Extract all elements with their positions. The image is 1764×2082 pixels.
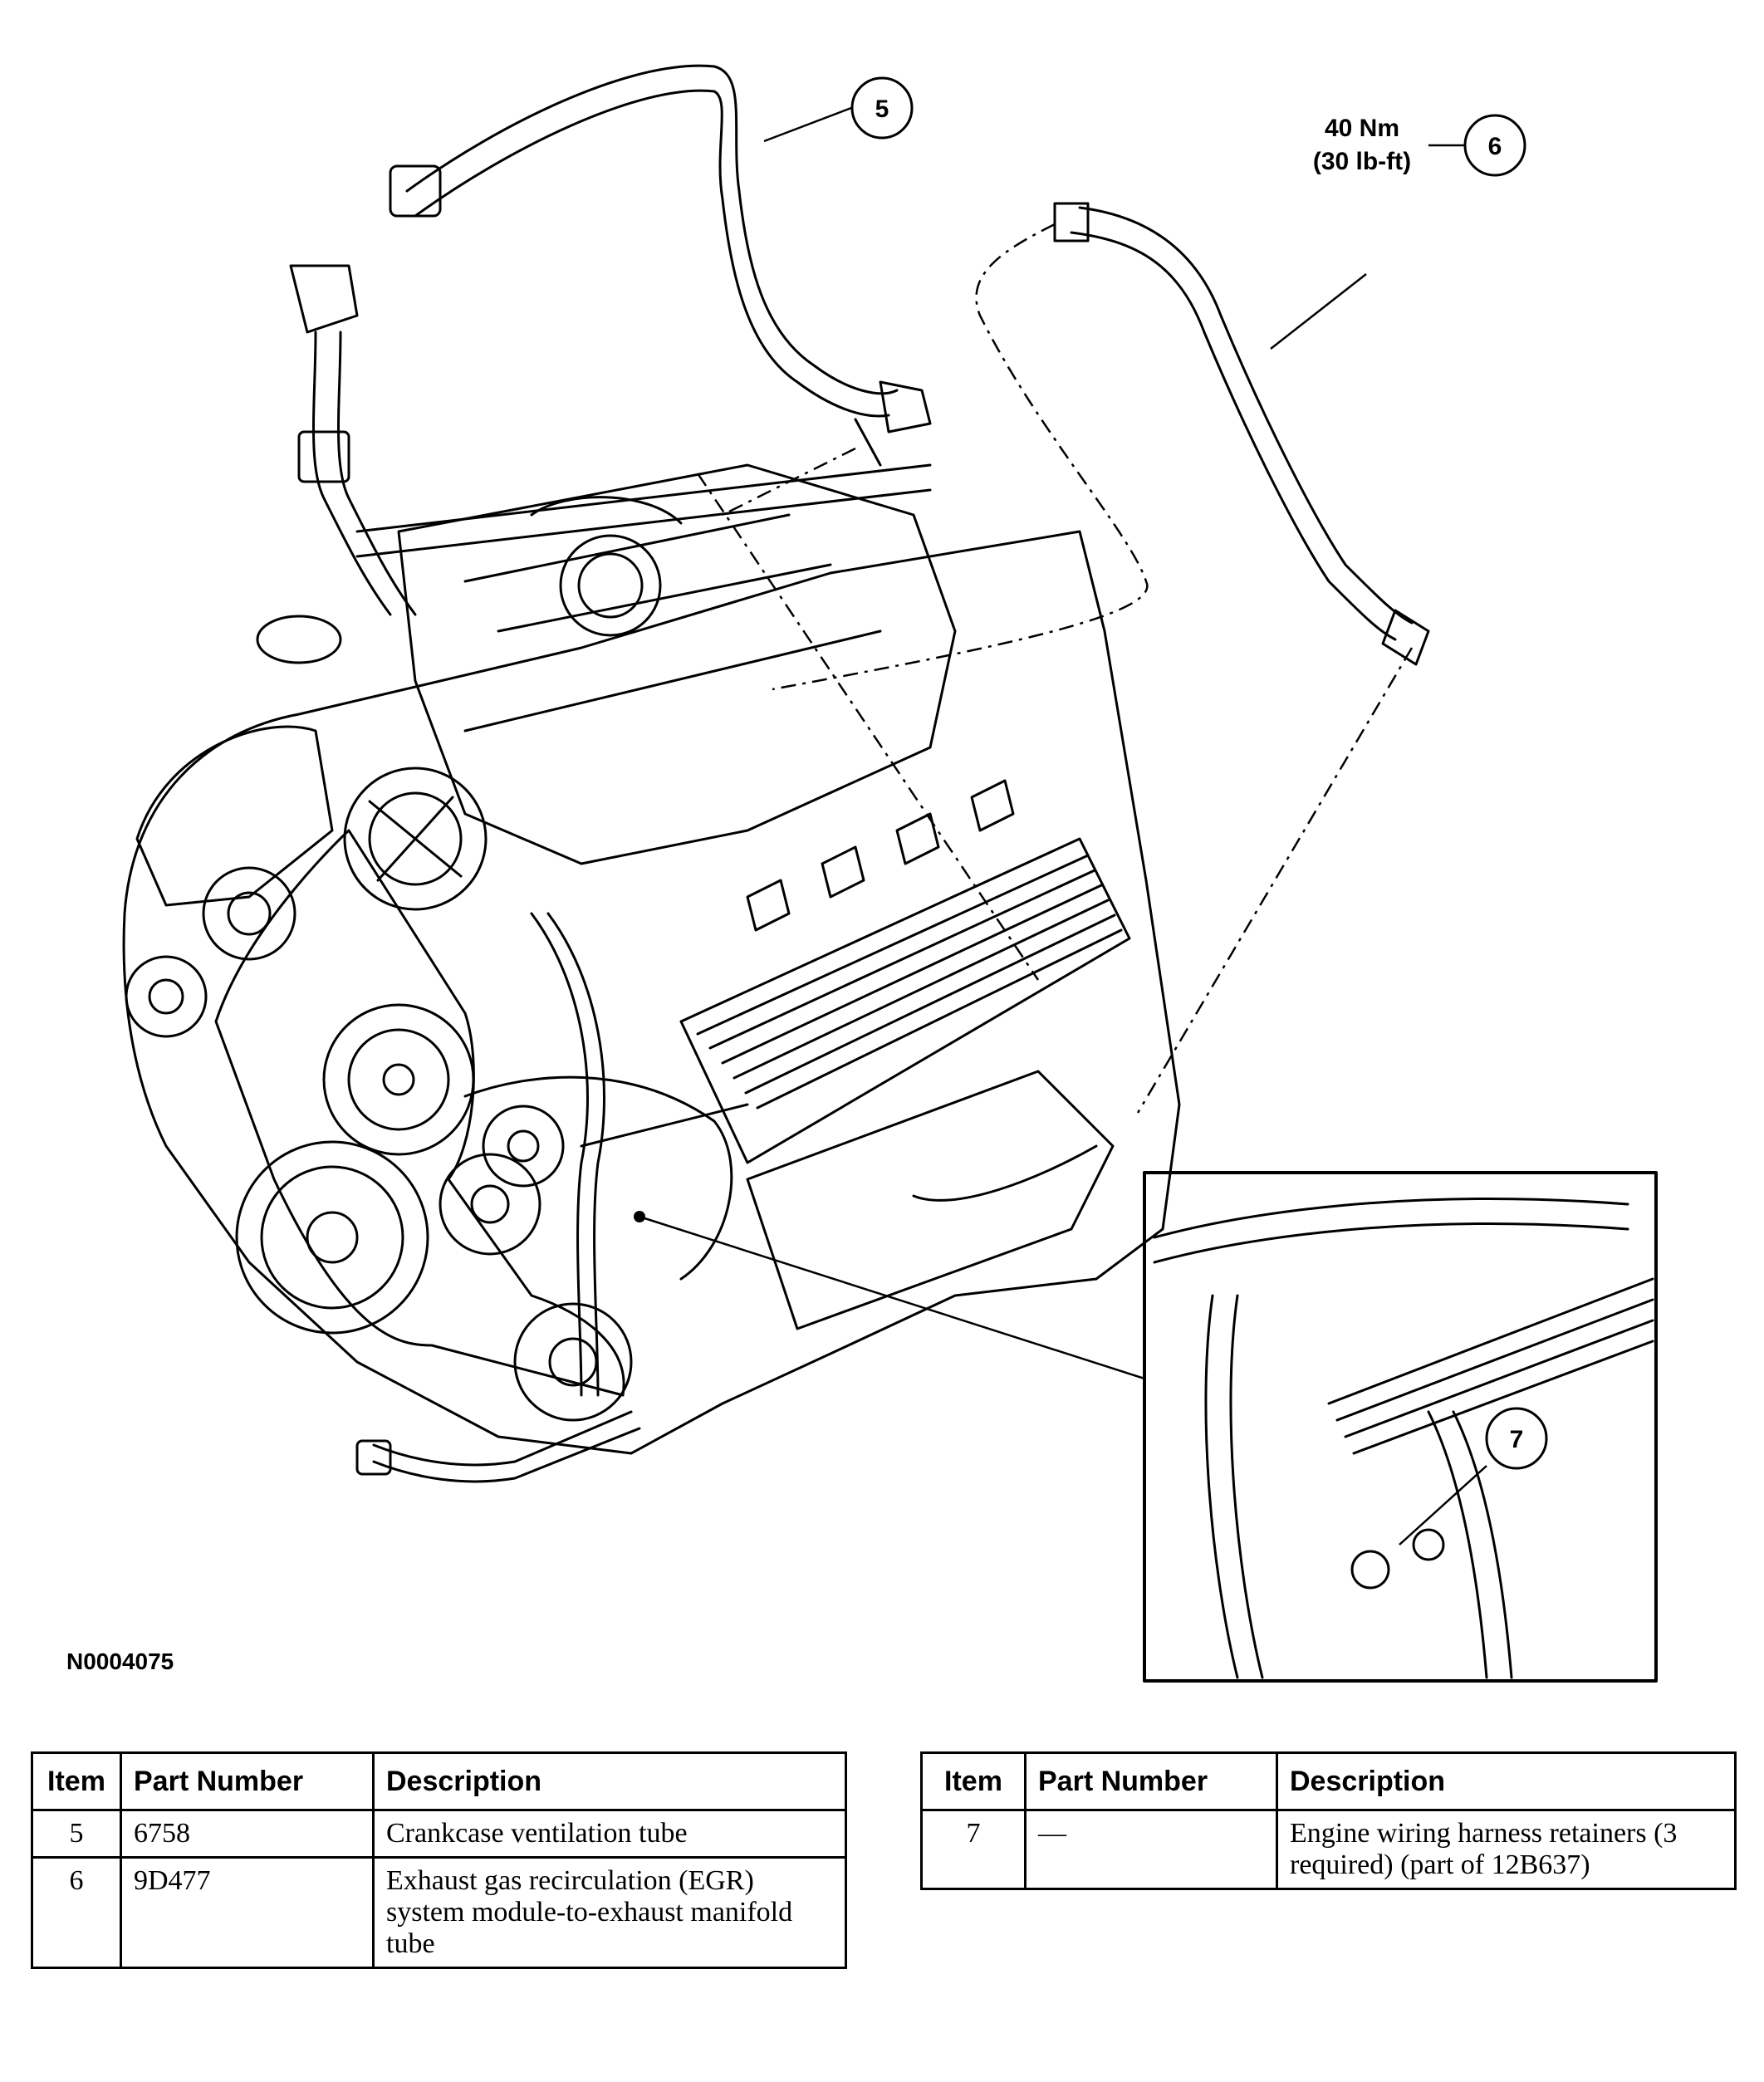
parts-table-right: Item Part Number Description 7 — Engine … xyxy=(920,1751,1737,1891)
harness-dashed-line xyxy=(696,473,1040,981)
inset-anchor-dot xyxy=(634,1211,645,1222)
callout-6-label: 6 xyxy=(1488,133,1502,160)
cell-item: 7 xyxy=(920,1808,1027,1891)
leader-item6 xyxy=(1270,273,1367,350)
figure-id: N0004075 xyxy=(66,1648,174,1674)
callout-7-circle xyxy=(1485,1407,1548,1470)
callout-5-label: 5 xyxy=(875,96,889,123)
cell-description: Exhaust gas recirculation (EGR) system m… xyxy=(372,1856,847,1970)
cell-part-number: — xyxy=(1024,1808,1278,1891)
cell-description: Crankcase ventilation tube xyxy=(372,1808,847,1859)
table-header-row: Item Part Number Description xyxy=(920,1751,1737,1811)
torque-lbft-label: (30 lb-ft) xyxy=(1313,148,1411,175)
leader-item5 xyxy=(763,106,852,143)
header-item: Item xyxy=(920,1751,1027,1811)
header-description: Description xyxy=(1276,1751,1737,1811)
header-item: Item xyxy=(31,1751,122,1811)
callout-6-circle xyxy=(1463,114,1526,177)
cell-item: 5 xyxy=(31,1808,122,1859)
header-part-number: Part Number xyxy=(120,1751,375,1811)
callout-5-circle xyxy=(850,76,914,140)
egr-tube xyxy=(1053,202,1430,666)
engine-diagram: 5 6 7 40 Nm (30 lb-ft) xyxy=(122,64,1658,1683)
header-part-number: Part Number xyxy=(1024,1751,1278,1811)
cell-item: 6 xyxy=(31,1856,122,1970)
cell-description: Engine wiring harness retainers (3 requi… xyxy=(1276,1808,1737,1891)
crankcase-ventilation-tube xyxy=(389,64,932,467)
callout-7-label: 7 xyxy=(1510,1426,1524,1453)
table-row: 5 6758 Crankcase ventilation tube xyxy=(31,1808,847,1859)
parts-table-left: Item Part Number Description 5 6758 Cran… xyxy=(31,1751,847,1970)
leader-inset xyxy=(639,1215,1145,1380)
torque-nm-label: 40 Nm xyxy=(1325,115,1399,142)
table-header-row: Item Part Number Description xyxy=(31,1751,847,1811)
cell-part-number: 9D477 xyxy=(120,1856,375,1970)
pcv-dashed-line xyxy=(722,447,856,517)
table-row: 7 — Engine wiring harness retainers (3 r… xyxy=(920,1808,1737,1891)
egr-dashed-line-lower xyxy=(1136,647,1414,1114)
inset-detail xyxy=(1143,1171,1658,1683)
table-row: 6 9D477 Exhaust gas recirculation (EGR) … xyxy=(31,1856,847,1970)
leader-item7 xyxy=(1399,1465,1487,1546)
engine-block xyxy=(122,264,1181,1483)
egr-dashed-line-upper xyxy=(772,223,1149,691)
cell-part-number: 6758 xyxy=(120,1808,375,1859)
header-description: Description xyxy=(372,1751,847,1811)
